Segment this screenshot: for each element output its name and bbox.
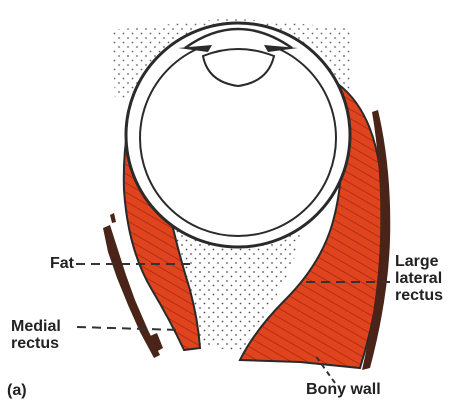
bony-wall-label: Bony wall [306,381,381,398]
medial-rectus-leader-line [77,327,180,330]
large-lateral-rectus-label: Large lateral rectus [395,253,443,304]
panel-label: (a) [7,382,27,399]
medial-rectus-label: Medial rectus [11,318,61,352]
fat-label: Fat [50,255,74,272]
